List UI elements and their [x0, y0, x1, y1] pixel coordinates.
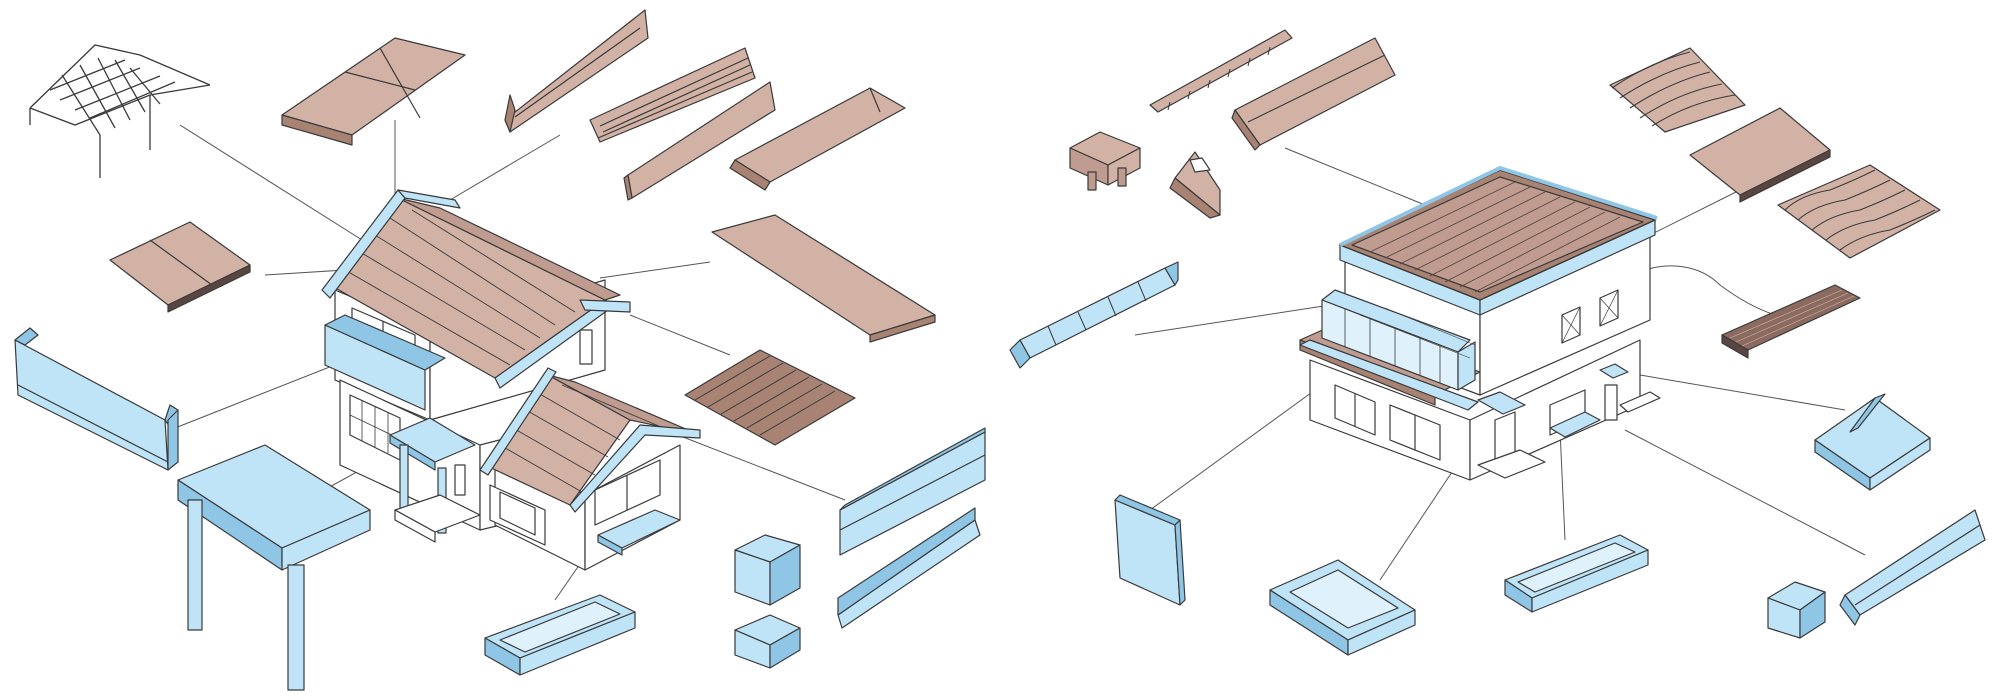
- blue-gutter-right: [1839, 509, 1986, 626]
- flashing-piece-2: [589, 47, 756, 143]
- ridge-cap: [729, 87, 906, 191]
- porch-canopy: [177, 444, 371, 691]
- long-roof-panel-right: [711, 214, 936, 343]
- flashing-piece-1: [504, 9, 649, 133]
- parapet-wall-left: [14, 327, 179, 471]
- blue-flashing-2: [837, 507, 981, 629]
- planter-box-right: [1504, 534, 1649, 613]
- left-scene: [14, 9, 986, 691]
- gable-end-piece: [1169, 151, 1221, 219]
- two-storey-house: [321, 189, 701, 571]
- corner-piece-1: [734, 534, 801, 606]
- corrugated-panel-top-right: [1609, 47, 1746, 133]
- ridge-flashing-long: [1231, 37, 1396, 151]
- blue-tray-flat: [1269, 559, 1416, 656]
- corner-box-brown: [1069, 131, 1141, 191]
- blue-side-panel: [1114, 494, 1186, 606]
- mesh-grille-panel: [1721, 284, 1861, 359]
- right-leader-lines: [1134, 147, 1866, 581]
- blue-hood-right: [1814, 393, 1931, 491]
- ribbed-roof-panel: [1689, 107, 1831, 203]
- blue-gutter-channel: [1009, 261, 1179, 369]
- blue-flashing-1: [839, 427, 986, 556]
- roof-truss-frame: [29, 44, 211, 178]
- flat-roof-house: [1299, 165, 1661, 481]
- left-leader-lines: [169, 120, 846, 601]
- wavy-corrugated-panel: [1777, 164, 1941, 259]
- planter-box-left: [484, 594, 636, 676]
- flashing-piece-3: [623, 81, 776, 201]
- corrugated-roof-panel: [684, 349, 856, 446]
- standing-seam-panel-left: [109, 221, 251, 313]
- roof-panel-top: [281, 37, 466, 146]
- right-scene: [1009, 29, 1986, 656]
- corner-piece-2: [734, 614, 801, 669]
- corner-piece-right: [1767, 581, 1826, 639]
- eave-flashing-small: [1149, 29, 1293, 113]
